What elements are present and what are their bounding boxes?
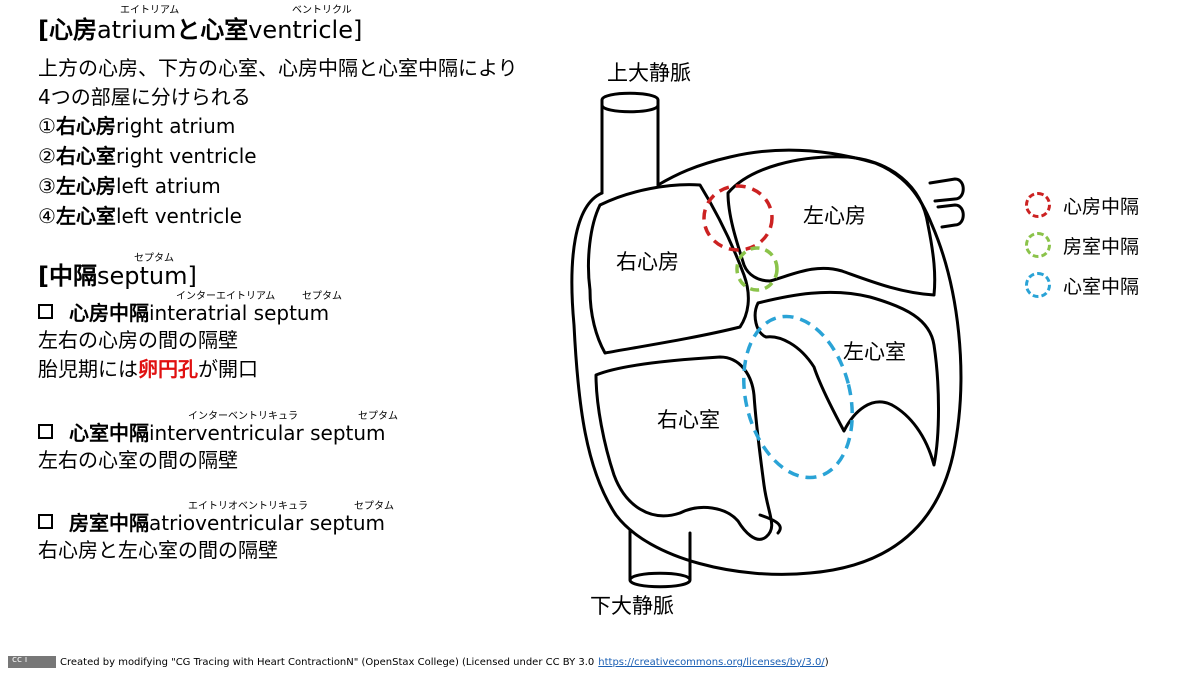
interventricular-septum-marker: [742, 314, 854, 480]
chamber-item: ④左心室left ventricle: [38, 204, 242, 228]
legend-label: 心室中隔: [1063, 275, 1140, 298]
chamber-item: ②右心室right ventricle: [38, 144, 257, 168]
ruby-ventricle: ベントリクル: [292, 5, 352, 16]
ruby-septum: セプタム: [354, 501, 394, 512]
septum-en: atrioventricular septum: [149, 511, 386, 535]
chamber-item: ③左心房left atrium: [38, 174, 221, 198]
legend-circle-icon: [1025, 232, 1051, 258]
svc-wall: [600, 101, 660, 195]
checkbox-icon: [38, 514, 53, 529]
inferior-vena-cava: [628, 528, 692, 589]
footer-credit: Created by modifying "CG Tracing with He…: [60, 656, 595, 668]
label-left-atrium: 左心房: [803, 204, 866, 228]
heart-outline: [570, 148, 963, 576]
rv-papillary: [758, 513, 782, 535]
chamber-num: ①: [38, 114, 56, 138]
interatrial-septum-marker: [702, 184, 774, 252]
license-footer: Created by modifying "CG Tracing with He…: [8, 655, 829, 668]
chamber-jp: 右心室: [55, 144, 116, 168]
foramen-ovale-label: 卵円孔: [138, 357, 198, 381]
intro-line-1: 上方の心房、下方の心室、心房中隔と心室中隔により: [38, 56, 518, 80]
footer-close: ): [824, 656, 829, 668]
septum-jp: 房室中隔: [69, 511, 149, 535]
intro-line-2: 4つの部屋に分けられる: [38, 85, 251, 109]
legend-interatrial: 心房中隔: [1025, 190, 1139, 220]
septum-item-interatrial: 心房中隔interatrial septum: [38, 301, 329, 325]
legend-atrioventricular: 房室中隔: [1025, 230, 1139, 260]
heart-diagram: [570, 91, 965, 589]
label-inferior-vena-cava: 下大静脈: [590, 594, 674, 618]
legend-circle-icon: [1025, 192, 1051, 218]
chamber-jp: 右心房: [55, 114, 116, 138]
superior-vena-cava: [600, 91, 660, 114]
vessel-stub-upper: [928, 177, 965, 203]
checkbox-icon: [38, 424, 53, 439]
label-superior-vena-cava: 上大静脈: [607, 61, 691, 85]
septum-desc: 左右の心房の間の隔壁: [38, 328, 238, 352]
note-pre: 胎児期には: [38, 357, 138, 381]
cc-by-badge-icon: [8, 655, 56, 668]
left-atrium-outline: [726, 155, 937, 297]
ruby-atrioventricular: エイトリオベントリキュラ: [188, 501, 308, 512]
title-to: と: [176, 16, 201, 44]
chamber-en: right ventricle: [115, 144, 257, 168]
label-right-ventricle: 右心室: [657, 408, 720, 432]
right-atrium-outline: [587, 183, 750, 355]
chamber-item: ①右心房right atrium: [38, 114, 235, 138]
title-ventricle-en: ventricle]: [248, 16, 363, 44]
legend-interventricular: 心室中隔: [1025, 270, 1139, 300]
title-atrium-jp: [心房: [38, 16, 97, 44]
label-right-atrium: 右心房: [616, 250, 679, 274]
chamber-num: ②: [38, 144, 56, 168]
chamber-en: left ventricle: [115, 204, 242, 228]
chamber-num: ④: [38, 204, 56, 228]
page-title: [心房atriumと心室ventricle]: [38, 15, 362, 45]
septum-en: interventricular septum: [149, 421, 386, 445]
legend-label: 心房中隔: [1063, 195, 1140, 218]
ruby-septum: セプタム: [134, 253, 174, 264]
septum-item-atrioventricular: 房室中隔atrioventricular septum: [38, 511, 385, 535]
chamber-en: left atrium: [115, 174, 221, 198]
legend-label: 房室中隔: [1063, 235, 1140, 258]
right-ventricle-outline: [594, 355, 774, 541]
septum-desc: 左右の心室の間の隔壁: [38, 448, 238, 472]
septum-jp: 心房中隔: [69, 301, 149, 325]
chamber-jp: 左心房: [55, 174, 116, 198]
septum-heading: [中隔septum]: [38, 261, 197, 291]
left-ventricle-outline: [753, 290, 940, 467]
label-left-ventricle: 左心室: [843, 340, 906, 364]
chamber-jp: 左心室: [55, 204, 116, 228]
chamber-num: ③: [38, 174, 56, 198]
ruby-septum: セプタム: [302, 291, 342, 302]
septum-desc: 右心房と左心室の間の隔壁: [38, 538, 278, 562]
note-post: が開口: [198, 357, 258, 381]
foramen-note: 胎児期には卵円孔が開口: [38, 357, 258, 381]
ruby-interatrial: インターエイトリアム: [176, 291, 276, 302]
title-atrium-en: atrium: [96, 16, 177, 44]
atrioventricular-septum-marker: [735, 246, 779, 292]
title-ventricle-jp: 心室: [200, 16, 249, 44]
ruby-interventricular: インターベントリキュラ: [188, 411, 298, 422]
septum-en: interatrial septum: [149, 301, 330, 325]
legend-circle-icon: [1025, 272, 1051, 298]
ruby-septum: セプタム: [358, 411, 398, 422]
septum-heading-en: septum]: [96, 262, 197, 290]
chamber-en: right atrium: [115, 114, 236, 138]
checkbox-icon: [38, 304, 53, 319]
ruby-atrium: エイトリアム: [120, 5, 180, 16]
license-link[interactable]: https://creativecommons.org/licenses/by/…: [598, 656, 825, 668]
vessel-stub-lower: [936, 203, 965, 229]
septum-item-interventricular: 心室中隔interventricular septum: [38, 421, 386, 445]
septum-jp: 心室中隔: [69, 421, 149, 445]
septum-heading-jp: [中隔: [38, 262, 97, 290]
